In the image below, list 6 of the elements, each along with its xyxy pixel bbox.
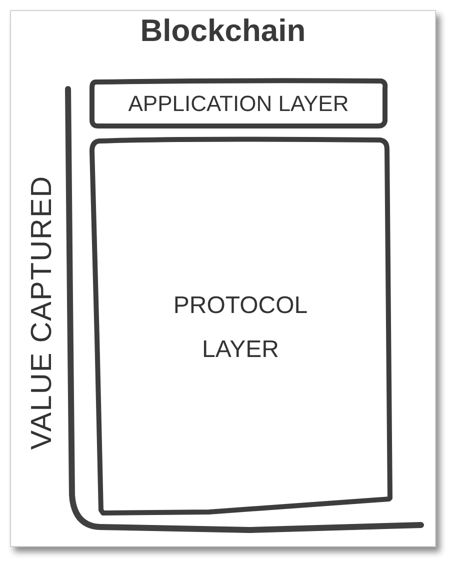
title: Blockchain: [140, 13, 306, 49]
layer-box: [89, 137, 392, 518]
layer-label: APPLICATION LAYER: [128, 90, 349, 118]
axis-label: VALUE CAPTURED: [25, 174, 58, 450]
layer-box: [90, 80, 387, 128]
layer-label: PROTOCOL LAYER: [172, 291, 309, 364]
